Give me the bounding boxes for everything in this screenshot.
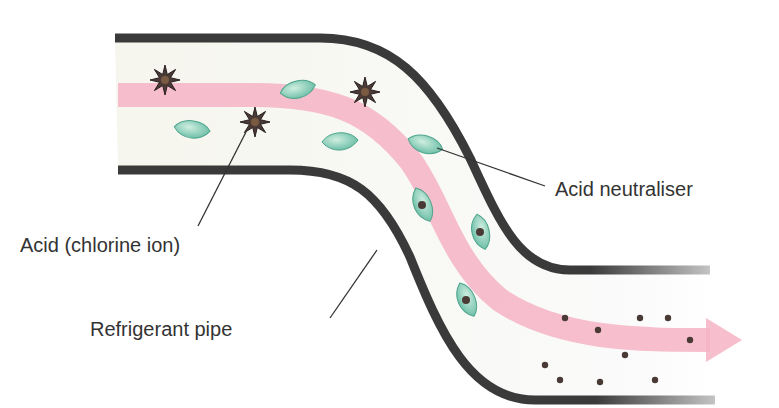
callout-label: Acid (chlorine ion) xyxy=(20,234,180,256)
captured-acid xyxy=(476,228,484,236)
neutraliser-particle xyxy=(408,185,437,225)
leader-line xyxy=(437,148,545,186)
callout-label: Acid neutraliser xyxy=(555,178,693,200)
neutralised-particle xyxy=(595,327,601,333)
neutralised-particle xyxy=(597,379,603,385)
pipe-interior xyxy=(115,40,710,398)
flow-arrowhead xyxy=(706,318,742,362)
leader-line xyxy=(330,250,377,318)
leader-line xyxy=(198,132,246,226)
captured-acid xyxy=(418,201,426,209)
neutralised-particle xyxy=(562,315,568,321)
neutralised-particle xyxy=(542,362,548,368)
acid-particle xyxy=(240,107,270,137)
callout-label: Refrigerant pipe xyxy=(90,318,232,340)
neutralised-particle xyxy=(622,352,628,358)
neutralised-particle xyxy=(652,377,658,383)
flow-band xyxy=(118,95,710,340)
neutralised-particle xyxy=(557,377,563,383)
pipe-wall xyxy=(118,170,715,400)
neutralised-particle xyxy=(637,315,643,321)
neutraliser-particle xyxy=(173,118,211,141)
neutralised-particle xyxy=(687,337,693,343)
acid-particle xyxy=(150,65,180,95)
captured-acid xyxy=(462,296,470,304)
acid-core xyxy=(361,88,369,96)
neutraliser-particle xyxy=(405,130,445,159)
acid-core xyxy=(251,118,259,126)
neutraliser-particle xyxy=(469,213,492,251)
neutraliser-particle xyxy=(452,280,481,320)
acid-particle xyxy=(350,77,380,107)
neutraliser-particle xyxy=(279,78,317,101)
neutraliser-particle xyxy=(322,133,358,150)
acid-core xyxy=(161,76,169,84)
neutralised-particle xyxy=(665,315,671,321)
